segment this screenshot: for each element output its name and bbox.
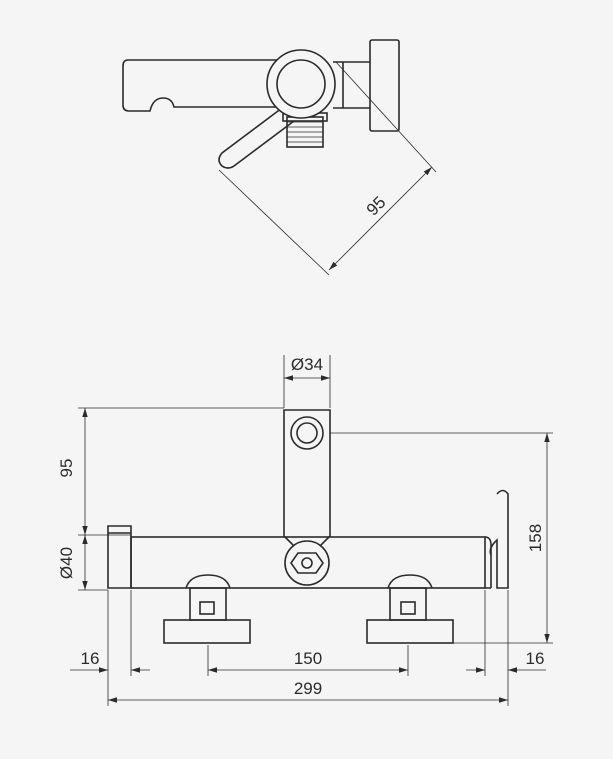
dim-text-left-95: 95 (57, 459, 76, 478)
dim-line-top-95 (328, 166, 433, 271)
dim-text-top-95: 95 (363, 193, 390, 220)
thread-lines (287, 121, 323, 143)
ext-line-top-2 (218, 169, 330, 276)
ext-line-top-1 (335, 61, 437, 173)
pipe-outlet-outer (290, 416, 324, 450)
left-connection (163, 574, 251, 644)
valve-body-inner (276, 59, 326, 109)
left-end-cap (107, 525, 132, 589)
dim-text-299: 299 (294, 679, 322, 698)
spout-body (122, 59, 290, 112)
center-nut-outer (284, 540, 330, 586)
wall-neck (333, 61, 370, 109)
top-view: 95 (122, 39, 437, 276)
pipe-outlet-inner (296, 422, 318, 444)
handle-lever (218, 107, 295, 169)
dim-text-left-16: 16 (81, 649, 100, 668)
wall-plate (369, 39, 400, 132)
lever-handle-front (489, 489, 509, 589)
front-view: Ø34 95 Ø40 158 16 150 16 299 (57, 355, 553, 706)
dim-text-150: 150 (294, 649, 322, 668)
dim-text-d40: Ø40 (57, 547, 76, 579)
right-end-cap (484, 536, 492, 589)
center-nut-hex (290, 552, 324, 574)
right-connection (366, 574, 454, 644)
dim-text-158: 158 (526, 524, 545, 552)
dim-text-d34: Ø34 (291, 355, 323, 374)
center-nut-hole (301, 557, 313, 569)
dim-text-right-16: 16 (526, 649, 545, 668)
